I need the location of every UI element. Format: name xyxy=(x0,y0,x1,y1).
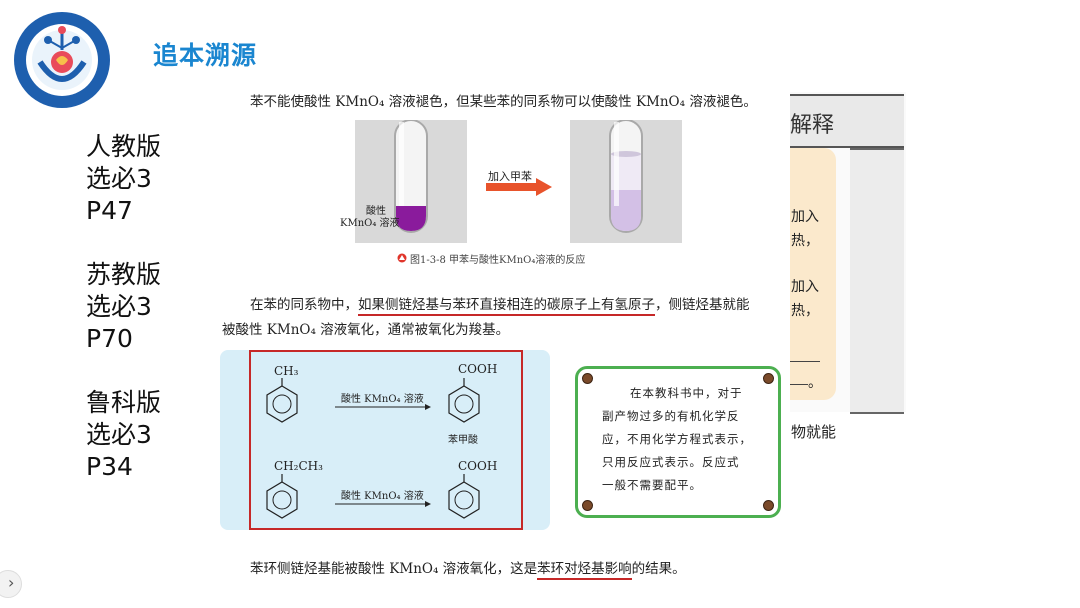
paragraph-line-1: 在苯的同系物中，如果侧链烃基与苯环直接相连的碳原子上有氢原子，侧链烃基就能 xyxy=(250,293,750,316)
reaction-condition: 酸性 KMnO₄ 溶液 xyxy=(341,394,424,405)
note-line: 副产物过多的有机化学反 xyxy=(602,409,740,423)
edition-name: 鲁科版 xyxy=(86,388,162,417)
product-name: 苯甲酸 xyxy=(448,435,478,446)
side-page-blank-line xyxy=(790,361,820,362)
edition-book: 选必3 xyxy=(86,164,152,193)
reaction-background xyxy=(220,350,550,530)
benzene-ring-icon xyxy=(448,378,480,423)
side-textbook-page: 解释 加入 热， 加入 热， 。 xyxy=(780,92,906,414)
figure-marker-icon xyxy=(397,253,407,263)
side-page-text: 加入 xyxy=(791,279,819,295)
side-page-text: 热， xyxy=(791,233,819,249)
product-group: COOH xyxy=(458,362,498,376)
edition-name: 苏教版 xyxy=(86,260,162,289)
pin-icon xyxy=(582,500,593,511)
chevron-right-icon: › xyxy=(8,573,15,592)
pin-icon xyxy=(582,373,593,384)
edition-item: 鲁科版 选必3 P34 xyxy=(86,387,161,483)
pin-icon xyxy=(763,500,774,511)
tube-photo-before xyxy=(355,119,467,243)
paragraph-line-2: 被酸性 KMnO₄ 溶液氧化，通常被氧化为羧基。 xyxy=(222,322,510,338)
product-group: COOH xyxy=(458,459,498,473)
reaction-highlight-box xyxy=(249,350,523,530)
reactant-group: CH₂CH₃ xyxy=(274,459,323,473)
side-page-text: 热， xyxy=(791,303,819,319)
edition-page: P34 xyxy=(86,452,133,481)
tube-photo-after xyxy=(570,119,682,243)
side-page-text: 。 xyxy=(808,375,822,391)
edition-item: 苏教版 选必3 P70 xyxy=(86,259,161,355)
conclusion-text: 苯环侧链烃基能被酸性 KMnO₄ 溶液氧化，这是苯环对烃基影响的结果。 xyxy=(250,557,686,580)
note-line: 应，不用化学方程式表示， xyxy=(602,432,752,446)
figure-caption: 图1-3-8 甲苯与酸性KMnO₄溶液的反应 xyxy=(410,255,586,266)
edition-book: 选必3 xyxy=(86,420,152,449)
edition-name: 人教版 xyxy=(86,132,162,161)
note-line: 在本教科书中，对于 xyxy=(630,386,743,400)
benzene-ring-icon xyxy=(266,474,298,519)
edition-book: 选必3 xyxy=(86,292,152,321)
reactant-group: CH₃ xyxy=(274,364,299,378)
side-page-tail-text: 物就能 xyxy=(791,423,837,441)
reaction-condition: 酸性 KMnO₄ 溶液 xyxy=(341,491,424,502)
edition-list: 人教版 选必3 P47 苏教版 选必3 P70 鲁科版 选必3 P34 xyxy=(86,131,161,515)
underlined-text: 如果侧链烃基与苯环直接相连的碳原子上有氢原子 xyxy=(358,297,655,316)
side-page-table-cell xyxy=(850,148,904,414)
edition-page: P47 xyxy=(86,196,133,225)
edition-item: 人教版 选必3 P47 xyxy=(86,131,161,227)
page-title: 追本溯源 xyxy=(153,41,258,70)
note-line: 一般不需要配平。 xyxy=(602,478,702,492)
right-arrow-icon xyxy=(486,178,552,196)
school-logo xyxy=(12,10,112,110)
side-page-header: 解释 xyxy=(780,94,904,148)
benzene-ring-icon xyxy=(266,378,298,423)
arrow-label: 加入甲苯 xyxy=(488,170,532,183)
note-box: 在本教科书中，对于 副产物过多的有机化学反 应，不用化学方程式表示， 只用反应式… xyxy=(575,366,781,518)
edition-page: P70 xyxy=(86,324,133,353)
intro-text: 苯不能使酸性 KMnO₄ 溶液褪色，但某些苯的同系物可以使酸性 KMnO₄ 溶液… xyxy=(250,94,757,110)
side-page-text: 加入 xyxy=(791,209,819,225)
tube-label: 酸性 KMnO₄ 溶液 xyxy=(340,206,400,229)
underlined-text: 苯环对烃基影响 xyxy=(537,561,632,580)
note-line: 只用反应式表示。反应式 xyxy=(602,455,740,469)
side-page-blank-line xyxy=(790,384,808,385)
next-slide-button[interactable]: › xyxy=(0,570,22,598)
reaction-arrow-icon xyxy=(335,404,431,410)
reaction-arrow-icon xyxy=(335,501,431,507)
benzene-ring-icon xyxy=(448,474,480,519)
pin-icon xyxy=(763,373,774,384)
